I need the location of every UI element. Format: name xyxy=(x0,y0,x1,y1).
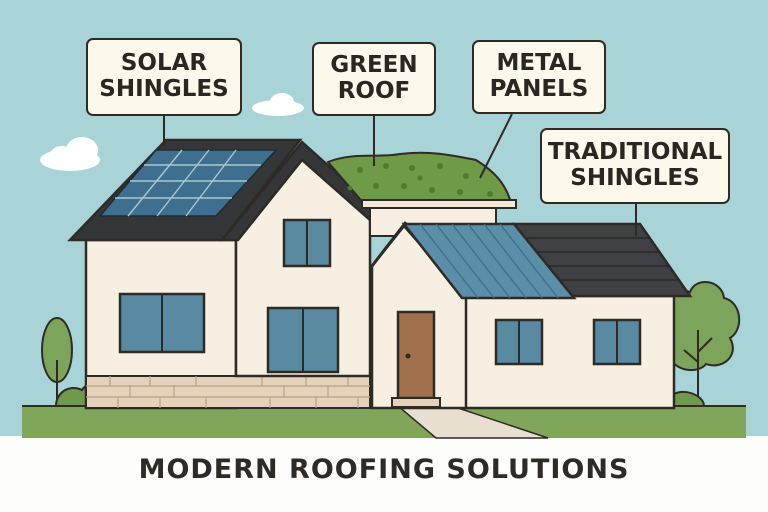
bottom-band xyxy=(0,436,768,512)
window-lower-gable xyxy=(266,306,340,374)
label-solar-line1: SOLAR xyxy=(120,50,208,77)
label-metal-panels: METAL PANELS xyxy=(472,40,606,114)
label-solar-line2: SHINGLES xyxy=(99,76,229,102)
label-leader-lines xyxy=(163,113,637,236)
label-metal-line1: METAL xyxy=(496,50,582,77)
caption-title: MODERN ROOFING SOLUTIONS xyxy=(138,454,630,485)
metal-roof xyxy=(401,222,577,300)
label-green-line2: ROOF xyxy=(337,78,411,104)
solar-panels xyxy=(98,149,278,217)
window-upper-gable xyxy=(282,218,332,268)
label-traditional-shingles: TRADITIONAL SHINGLES xyxy=(540,128,730,204)
window-lower-left xyxy=(118,292,206,354)
label-green-line1: GREEN xyxy=(330,52,418,79)
cloud-center xyxy=(252,93,304,116)
stone-base xyxy=(85,375,371,409)
label-green-roof: GREEN ROOF xyxy=(312,42,436,116)
window-right-2 xyxy=(592,318,642,366)
label-traditional-line2: SHINGLES xyxy=(570,165,700,191)
grass xyxy=(22,406,746,438)
right-wall xyxy=(460,294,676,410)
window-right-1 xyxy=(494,318,544,366)
label-metal-line2: PANELS xyxy=(489,76,589,102)
label-solar-shingles: SOLAR SHINGLES xyxy=(86,38,242,116)
green-roof-fascia xyxy=(361,199,517,209)
cloud-left xyxy=(40,137,100,171)
label-traditional-line1: TRADITIONAL xyxy=(547,139,723,166)
left-tree xyxy=(41,317,73,404)
front-door xyxy=(391,310,441,408)
